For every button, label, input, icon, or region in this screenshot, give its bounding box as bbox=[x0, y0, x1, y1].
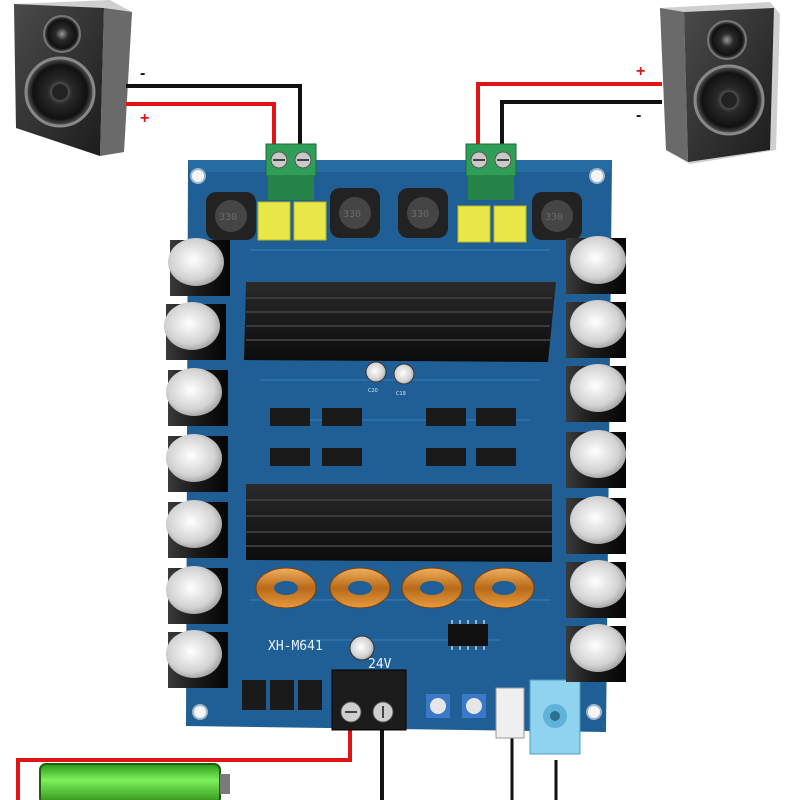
inductor-top-1: 330 bbox=[206, 192, 256, 240]
right-speaker-tweeter bbox=[707, 20, 747, 60]
power-terminal[interactable] bbox=[331, 669, 407, 731]
amplifier-board bbox=[186, 160, 612, 732]
inductor-top-2: 330 bbox=[330, 188, 380, 238]
electrolytic-capacitors-right bbox=[566, 236, 626, 682]
capacitor bbox=[166, 566, 228, 624]
power-diodes bbox=[242, 680, 322, 710]
mounting-hole bbox=[192, 704, 208, 720]
mounting-hole bbox=[190, 168, 206, 184]
small-capacitor-24v bbox=[349, 635, 375, 661]
volume-potentiometer[interactable] bbox=[426, 694, 450, 718]
smd-chips bbox=[270, 408, 516, 466]
svg-text:C19: C19 bbox=[396, 391, 406, 397]
mounting-hole bbox=[586, 704, 602, 720]
right-red-wire bbox=[476, 82, 662, 150]
voltage-label: 24V bbox=[368, 657, 392, 672]
capacitor bbox=[566, 496, 626, 554]
toroid-inductors bbox=[255, 567, 535, 609]
small-capacitor-c20: C20 bbox=[365, 361, 387, 394]
capacitor bbox=[166, 368, 228, 426]
power-wires bbox=[16, 728, 558, 800]
board-model-label: XH-M641 bbox=[268, 639, 323, 654]
battery bbox=[39, 763, 230, 800]
small-capacitor-c19: C19 bbox=[393, 363, 415, 397]
left-speaker-tweeter bbox=[43, 15, 81, 53]
capacitor bbox=[566, 430, 626, 488]
op-amp-chip bbox=[448, 620, 488, 650]
left-speaker bbox=[14, 0, 132, 156]
left-speaker-terminal[interactable] bbox=[265, 143, 317, 200]
electrolytic-capacitors-left bbox=[164, 238, 230, 688]
left-black-wire bbox=[126, 84, 302, 150]
film-capacitors bbox=[257, 201, 527, 243]
bass-potentiometer[interactable] bbox=[462, 694, 486, 718]
svg-text:330: 330 bbox=[343, 209, 361, 220]
capacitor bbox=[566, 236, 626, 294]
right-speaker-minus-label: - bbox=[636, 107, 641, 124]
right-speaker-plus-label: + bbox=[636, 63, 645, 80]
capacitor bbox=[566, 560, 626, 618]
speaker-wires bbox=[126, 82, 662, 150]
svg-text:330: 330 bbox=[219, 212, 237, 223]
right-speaker bbox=[660, 2, 780, 164]
svg-text:C20: C20 bbox=[368, 388, 378, 394]
capacitor bbox=[166, 500, 228, 558]
power-red-wire bbox=[16, 728, 352, 800]
svg-text:330: 330 bbox=[545, 212, 563, 223]
capacitor bbox=[166, 434, 228, 492]
audio-input-header[interactable] bbox=[495, 687, 525, 739]
upper-heatsink bbox=[244, 282, 556, 362]
right-black-wire bbox=[500, 100, 662, 150]
left-red-wire bbox=[126, 102, 276, 150]
capacitor bbox=[164, 302, 226, 360]
capacitor bbox=[168, 238, 230, 296]
left-speaker-plus-label: + bbox=[140, 110, 149, 127]
inductor-top-3: 330 bbox=[398, 188, 448, 238]
mounting-hole bbox=[589, 168, 605, 184]
lower-heatsink bbox=[246, 484, 552, 562]
capacitor bbox=[566, 300, 626, 358]
inductor-top-4: 330 bbox=[532, 192, 582, 240]
left-speaker-minus-label: - bbox=[140, 65, 145, 82]
audio-jack-3-5mm[interactable] bbox=[529, 679, 581, 755]
capacitor bbox=[566, 364, 626, 422]
capacitor bbox=[566, 624, 626, 682]
svg-text:330: 330 bbox=[411, 209, 429, 220]
right-speaker-terminal[interactable] bbox=[465, 143, 517, 200]
capacitor bbox=[166, 630, 228, 688]
